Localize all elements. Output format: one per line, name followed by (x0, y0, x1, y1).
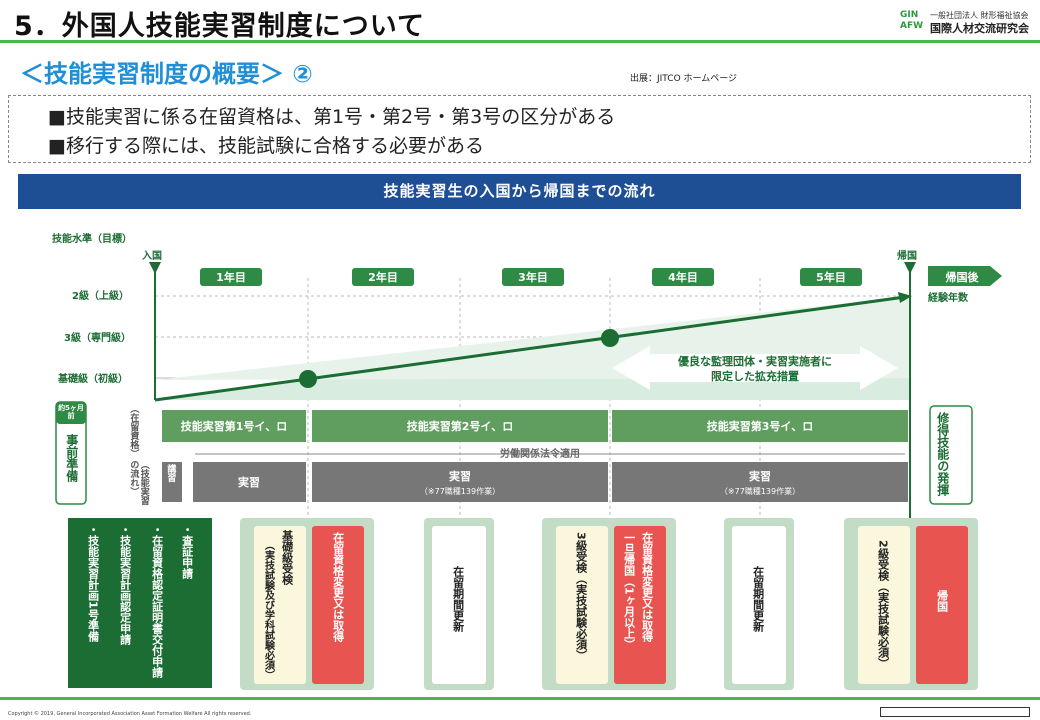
year-label: 1年目 (216, 270, 246, 284)
event-text: 基礎級受検 (280, 530, 294, 585)
summary-box (8, 95, 1031, 163)
event-text: 帰国 (935, 590, 949, 612)
status-bar-label: 技能実習第1号イ、ロ (181, 419, 287, 433)
expansion-text: 限定した拡充措置 (711, 369, 799, 383)
exit-label: 帰国 (897, 249, 917, 262)
labor-law-label: 労働関係法令適用 (500, 447, 580, 460)
prep-list-item: ・技能実習計画1号準備 (86, 524, 100, 642)
prep-list-item: ・技能実習計画認定申請 (118, 524, 132, 645)
y-axis-title: 技能水準（目標） (52, 232, 132, 245)
event-text: 3級受検（実技試験必須） (574, 532, 588, 661)
prep-body: 事前準備 (64, 434, 79, 482)
prep-head: 約5ヶ月前 (58, 404, 84, 421)
diagram-banner: 技能実習生の入国から帰国までの流れ (18, 174, 1021, 209)
flow-side-label: （技能実習の流れ） (128, 460, 149, 505)
after-return-label: 帰国後 (946, 270, 980, 284)
status-bar-label: 技能実習第2号イ、ロ (407, 419, 513, 433)
practice-note: （※77職種139作業） (420, 486, 500, 496)
practice-note: （※77職種139作業） (720, 486, 800, 496)
logo-mark: GIN AFW (900, 10, 924, 31)
event-text: （実技試験及び学科試験必須） (262, 540, 274, 680)
prep-list-item: ・査証申請 (180, 524, 194, 579)
entry-label: 入国 (142, 250, 162, 262)
experience-label: 経験年数 (928, 291, 969, 304)
status-bar-label: 技能実習第3号イ、ロ (707, 419, 813, 433)
expansion-text: 優良な監理団体・実習実施者に (677, 354, 832, 368)
event-text: 2級受検（実技試験必須） (876, 540, 890, 669)
event-text: 在留期間更新 (751, 566, 765, 632)
header-divider (0, 40, 1040, 43)
logo-org-large: 国際人材交流研究会 (930, 22, 1029, 35)
bullet-item: ■技能実習に係る在留資格は、第1号・第2号・第3号の区分がある (48, 106, 616, 128)
event-text: 一旦帰国（1ヶ月以上） (622, 532, 636, 650)
year-label: 4年目 (668, 270, 698, 284)
year-label: 2年目 (368, 270, 398, 284)
logo-org-small: 一般社団法人 財形福祉協会 (930, 11, 1029, 20)
event-text: 在留期間更新 (451, 566, 465, 632)
event-text: 在留資格変更又は取得 (640, 532, 654, 642)
lecture-label: 講習 (165, 464, 176, 482)
level-label: 基礎級（初級） (57, 372, 128, 385)
page-title: 5．外国人技能実習制度について (14, 11, 425, 42)
source-note: 出展：JITCO ホームページ (630, 74, 738, 84)
skill-label: 修得技能の発揮 (935, 412, 950, 496)
event-text: 在留資格変更又は取得 (331, 532, 345, 642)
status-side-label: （在留資格） (128, 404, 139, 458)
year-label: 5年目 (816, 270, 846, 284)
prep-list-item: ・在留資格認定証明書交付申請 (150, 524, 164, 678)
copyright: Copyright © 2019, General Incorporated A… (8, 711, 252, 717)
footer-divider (0, 697, 1040, 700)
footer-box (880, 707, 1030, 717)
practice-label: 実習 (238, 475, 260, 489)
year-label: 3年目 (518, 270, 548, 284)
level-label: 3級（専門級） (64, 331, 131, 344)
section-subtitle: ＜技能実習制度の概要＞ ② (20, 60, 313, 88)
practice-label: 実習 (449, 469, 471, 483)
practice-label: 実習 (749, 469, 771, 483)
level-label: 2級（上級） (72, 289, 129, 302)
bullet-item: ■移行する際には、技能試験に合格する必要がある (48, 135, 484, 157)
